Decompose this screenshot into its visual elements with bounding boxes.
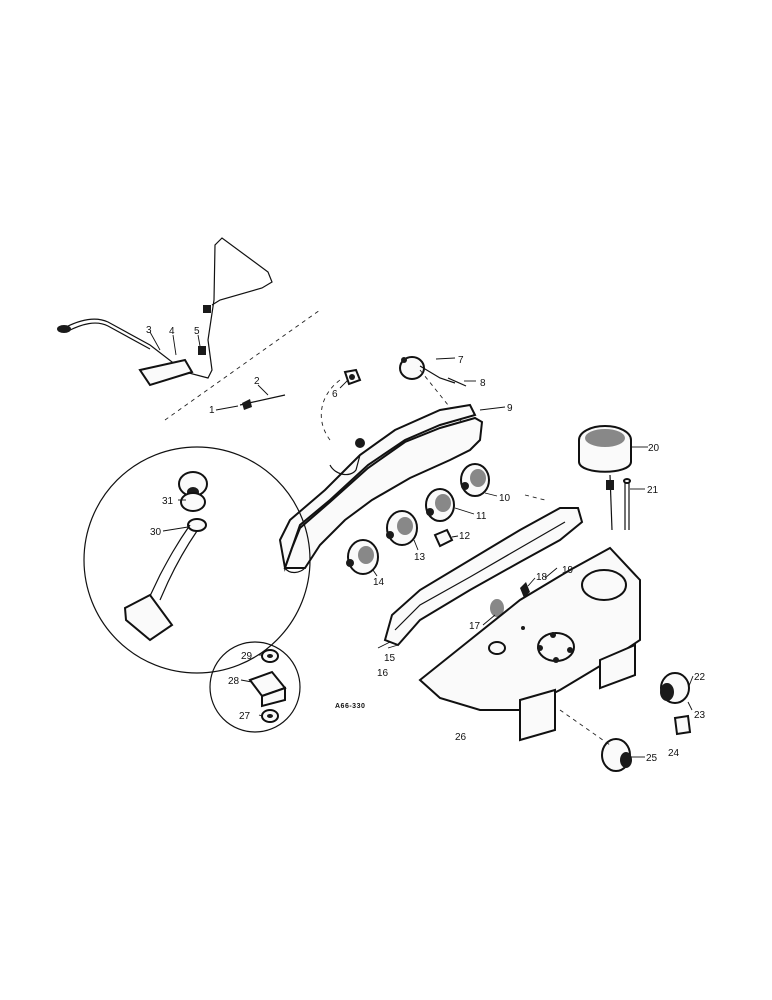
wire-path-2 xyxy=(320,379,341,441)
gauge-bezel xyxy=(383,507,584,647)
callout-14: 14 xyxy=(373,577,385,588)
callout-31: 31 xyxy=(162,496,174,507)
callout-20: 20 xyxy=(648,443,660,454)
callout-11: 11 xyxy=(476,511,487,522)
callout-13: 13 xyxy=(414,552,426,563)
callout-21: 21 xyxy=(647,485,659,496)
callout-15: 15 xyxy=(384,653,396,664)
callout-25: 25 xyxy=(646,753,658,764)
gauge-10 xyxy=(460,463,490,497)
dash-panel xyxy=(418,546,641,742)
callout-4: 4 xyxy=(169,326,175,337)
callout-labels: 1 2 3 4 5 6 7 8 9 10 11 12 13 14 15 16 1… xyxy=(146,325,706,764)
callout-1: 1 xyxy=(209,405,215,416)
callout-18: 18 xyxy=(536,572,548,583)
callout-3: 3 xyxy=(146,325,152,336)
tachometer-gauge xyxy=(578,425,632,531)
leader-lines xyxy=(149,331,694,758)
fitting-part xyxy=(343,368,362,386)
callout-23: 23 xyxy=(694,710,706,721)
callout-19: 19 xyxy=(562,565,574,576)
callout-27: 27 xyxy=(239,711,251,722)
wire-path-4 xyxy=(524,494,546,501)
bracket-inset xyxy=(209,641,301,733)
callout-22: 22 xyxy=(694,672,706,683)
switch-part-22 xyxy=(660,672,690,704)
drawing-code: A66-330 xyxy=(335,703,365,710)
callout-16: 16 xyxy=(377,668,389,679)
control-rod-assembly xyxy=(57,237,286,410)
gauge-13 xyxy=(386,510,418,546)
callout-28: 28 xyxy=(228,676,240,687)
callout-7: 7 xyxy=(458,355,464,366)
callout-24: 24 xyxy=(668,748,680,759)
knob-part-24 xyxy=(673,714,692,736)
callout-30: 30 xyxy=(150,527,162,538)
callout-10: 10 xyxy=(499,493,511,504)
gauge-14 xyxy=(346,539,379,575)
gauge-11 xyxy=(425,488,455,522)
gauge-12 xyxy=(433,528,454,548)
callout-8: 8 xyxy=(480,378,486,389)
switch-part-25 xyxy=(559,709,632,772)
instrument-housing xyxy=(278,403,484,574)
cable-part-21 xyxy=(623,478,631,530)
callout-29: 29 xyxy=(241,651,253,662)
callout-2: 2 xyxy=(254,376,260,387)
gauge-group xyxy=(346,463,490,575)
callout-12: 12 xyxy=(459,531,471,542)
switch-part xyxy=(399,356,467,387)
callout-26: 26 xyxy=(455,732,467,743)
pedal-inset xyxy=(83,446,311,674)
callout-5: 5 xyxy=(194,326,200,337)
callout-6: 6 xyxy=(332,389,338,400)
callout-17: 17 xyxy=(469,621,481,632)
callout-9: 9 xyxy=(507,403,513,414)
